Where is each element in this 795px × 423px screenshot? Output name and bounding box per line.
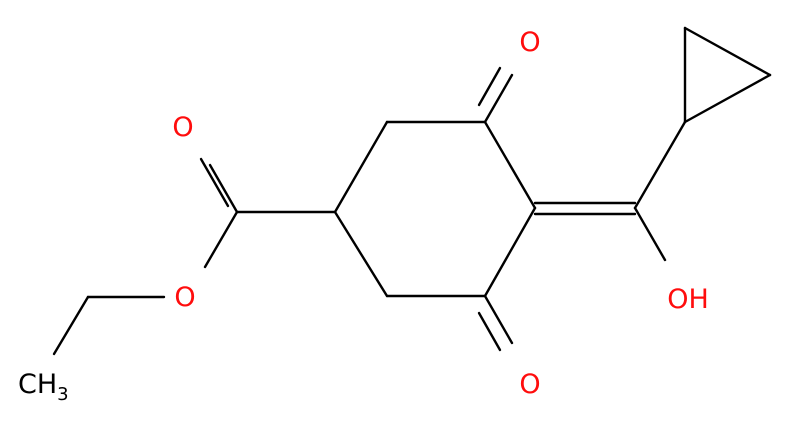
bond-ring-3 [483,120,537,210]
bond-c-oh [633,206,667,262]
bonds [52,26,772,356]
bond-ester-co-b [199,157,230,208]
label-hydroxyl: OH [667,284,709,315]
label-methyl: CH3 [18,369,69,405]
bond-ch2-ch3 [52,295,90,356]
label-ketone-oxygen-top: O [519,27,540,58]
bond-ring-6 [333,210,389,298]
bond-cyclopropyl-2 [683,26,772,77]
bond-ketone-bottom-a [483,294,514,345]
atom-labels: O O O O OH CH3 [18,27,709,405]
bond-ester-co-single [203,210,239,269]
bond-ring-1 [333,120,389,214]
label-methyl-main: CH [18,369,57,400]
label-ester-oxygen: O [174,282,195,313]
bond-ketone-bottom-b [477,311,502,352]
bond-c-cyclopropyl [633,120,687,210]
label-methyl-subscript: 3 [57,384,68,405]
bond-ketone-top-a [483,73,514,124]
bond-cyclopropyl-3 [683,73,772,124]
bond-ester-co-a [208,163,239,214]
label-ketone-oxygen-bottom: O [519,369,540,400]
bond-ring-4 [483,206,537,298]
bond-ketone-top-b [477,66,502,107]
label-ester-carbonyl-oxygen: O [172,112,193,143]
